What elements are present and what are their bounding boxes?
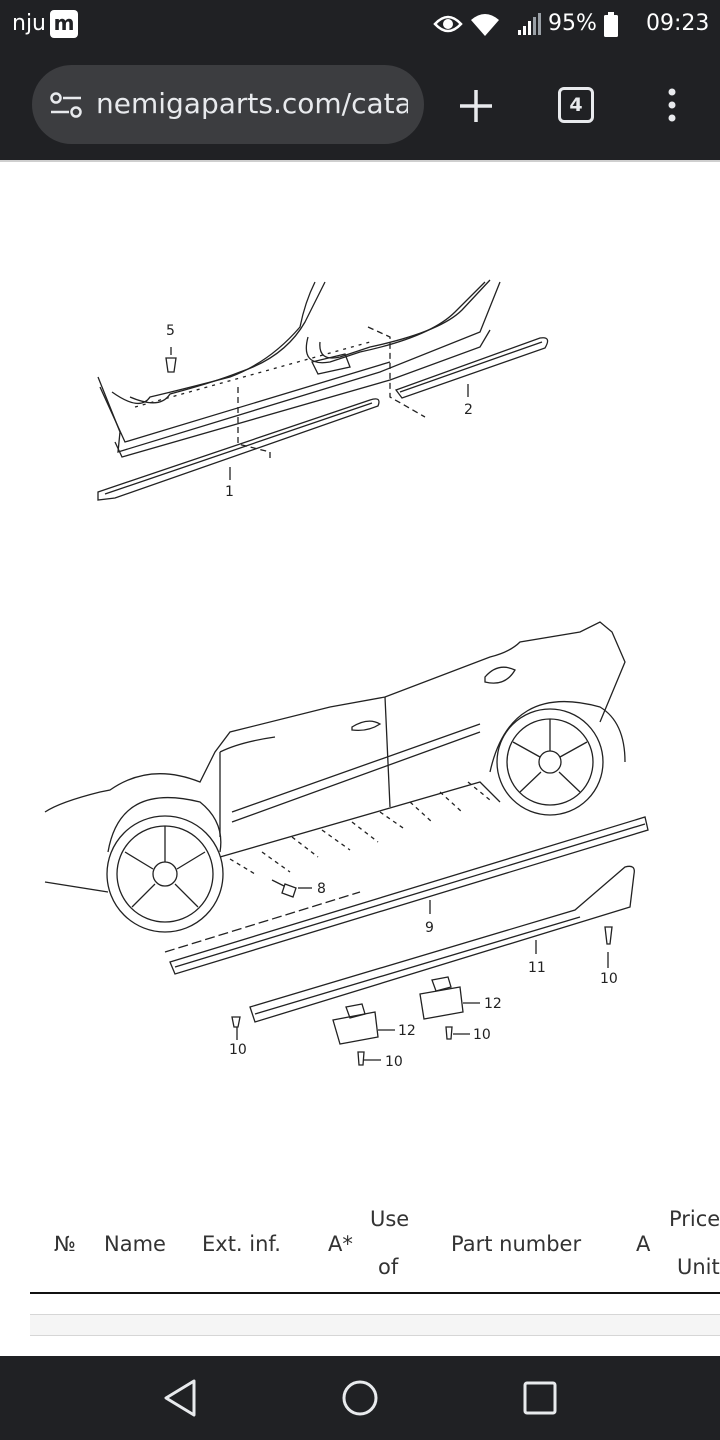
address-bar[interactable]: nemigaparts.com/catalog	[32, 65, 424, 144]
callout-label: 1	[225, 484, 234, 500]
callout-label: 9	[425, 920, 434, 936]
column-header-number[interactable]: №	[54, 1232, 76, 1256]
plus-icon[interactable]	[458, 88, 494, 124]
column-header-price-line2[interactable]: Unit	[677, 1255, 720, 1279]
battery-icon	[604, 12, 618, 37]
callout-label: 12	[398, 1023, 416, 1039]
more-vert-icon[interactable]	[665, 87, 679, 123]
column-header-part-number[interactable]: Part number	[451, 1232, 582, 1256]
parts-diagram: 5 2 1 8 9 11 10 10 12 12 10 10	[44, 279, 649, 1070]
parts-table-header: № Name Ext. inf. A* Use of Part number A…	[0, 1192, 720, 1296]
home-icon[interactable]	[341, 1378, 379, 1418]
column-header-a-star[interactable]: A*	[328, 1232, 353, 1256]
carrier-label: nju	[12, 11, 46, 36]
callout-label: 8	[317, 881, 326, 897]
callout-label: 10	[473, 1027, 491, 1043]
browser-toolbar: nemigaparts.com/catalog 4	[0, 50, 720, 160]
recents-icon[interactable]	[522, 1380, 558, 1416]
column-header-use-line1[interactable]: Use	[370, 1207, 410, 1231]
column-header-use-line2[interactable]: of	[378, 1255, 399, 1279]
app-notification-badge: m	[50, 10, 78, 38]
page-content: 5 2 1 8 9 11 10 10 12 12 10 10 № Name Ex…	[0, 160, 720, 1356]
tabs-icon[interactable]: 4	[558, 87, 594, 123]
back-icon[interactable]	[162, 1378, 198, 1418]
column-header-price-line1[interactable]: Price	[669, 1207, 720, 1231]
callout-label: 10	[385, 1054, 403, 1070]
tune-icon[interactable]	[50, 92, 82, 118]
wifi-icon	[471, 14, 499, 36]
status-bar: nju m 95% 09:23	[0, 0, 720, 50]
callout-label: 10	[229, 1042, 247, 1058]
callout-label: 11	[528, 960, 546, 976]
callout-label: 10	[600, 971, 618, 987]
table-row[interactable]	[30, 1314, 720, 1336]
signal-icon	[518, 13, 541, 35]
system-navigation-bar	[0, 1356, 720, 1440]
clock: 09:23	[646, 11, 710, 36]
url-text[interactable]: nemigaparts.com/catalog	[96, 87, 408, 120]
table-header-divider	[30, 1292, 720, 1294]
battery-percent: 95%	[548, 11, 597, 36]
column-header-ext-inf[interactable]: Ext. inf.	[202, 1232, 281, 1256]
column-header-a[interactable]: A	[636, 1232, 651, 1256]
callout-label: 5	[166, 323, 175, 339]
eye-icon	[433, 15, 463, 33]
column-header-name[interactable]: Name	[104, 1232, 166, 1256]
callout-label: 12	[484, 996, 502, 1012]
callout-label: 2	[464, 402, 473, 418]
